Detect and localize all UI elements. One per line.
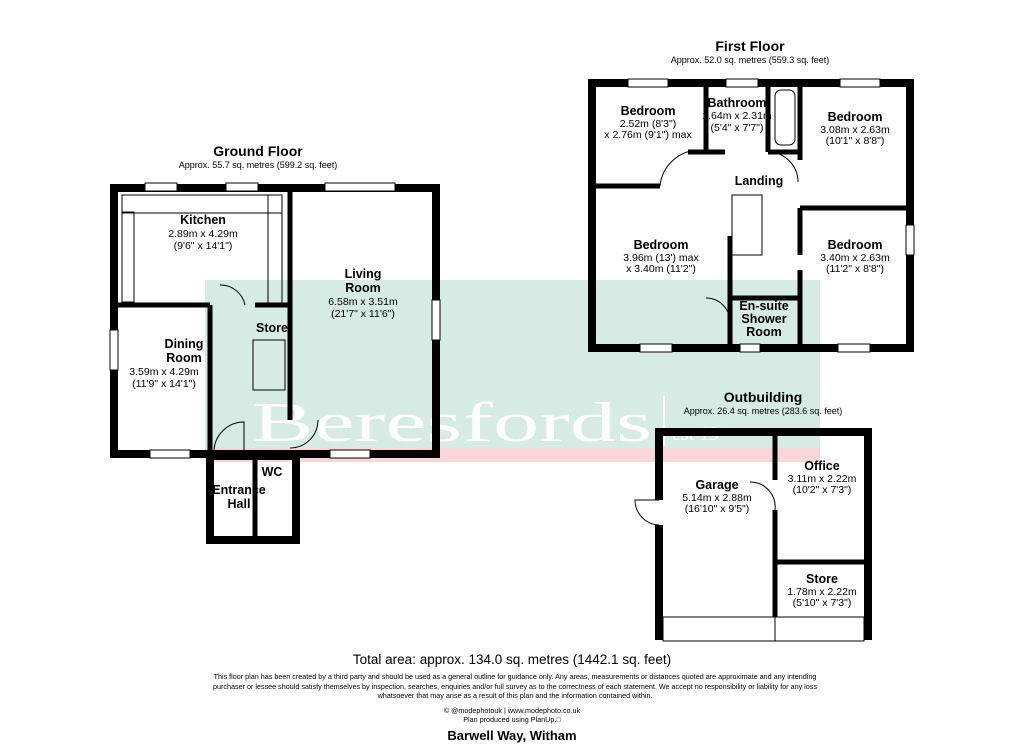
outbuilding-store-label: Store — [806, 572, 838, 586]
landing-label: Landing — [735, 174, 784, 188]
living-dim-imperial: (21'7" x 11'6") — [331, 308, 395, 320]
watermark-logo: Beresfords est 19 — [252, 392, 719, 454]
credit-line: © @modephotouk | www.modephoto.co.uk — [443, 706, 581, 715]
outbuilding-store-dim-imperial: (5'10" x 7'3") — [793, 597, 852, 609]
first-floor-area: Approx. 52.0 sq. metres (559.3 sq. feet) — [671, 55, 830, 65]
office-label: Office — [804, 459, 839, 473]
bedroom2-label: Bedroom — [828, 110, 883, 124]
kitchen-label: Kitchen — [180, 213, 226, 227]
office-dim-imperial: (10'2" x 7'3") — [793, 484, 852, 496]
garage-label: Garage — [695, 478, 738, 492]
total-area: Total area: approx. 134.0 sq. metres (14… — [352, 652, 672, 667]
ensuite-label-2: Shower — [741, 312, 786, 326]
first-floor-title: First Floor — [715, 38, 785, 54]
store-label: Store — [256, 321, 288, 335]
bedroom2-dim-imperial: (10'1" x 8'8") — [826, 135, 885, 147]
wc-label: WC — [262, 465, 283, 479]
bedroom3-dim-2: x 3.40m (11'2") — [626, 263, 696, 275]
outbuilding: Outbuilding Approx. 26.4 sq. metres (283… — [634, 389, 872, 642]
dining-dim-imperial: (11'9" x 14'1") — [132, 378, 196, 390]
office-dim: 3.11m x 2.22m — [788, 473, 857, 485]
ensuite-label: En-suite — [739, 299, 788, 313]
bedroom4-label: Bedroom — [828, 238, 883, 252]
ground-floor-title: Ground Floor — [213, 143, 303, 159]
ground-floor-area: Approx. 55.7 sq. metres (599.2 sq. feet) — [179, 160, 338, 170]
bedroom1-label: Bedroom — [621, 104, 676, 118]
living-dim: 6.58m x 3.51m — [328, 296, 398, 308]
dining-label: Dining — [165, 337, 204, 351]
kitchen-dim-imperial: (9'6" x 14'1") — [174, 240, 233, 252]
disclaimer: This floor plan has been created by a th… — [213, 672, 817, 700]
hall-label: Entrance — [212, 483, 266, 497]
dining-dim: 3.59m x 4.29m — [129, 366, 199, 378]
outbuilding-store-dim: 1.78m x 2.22m — [787, 586, 857, 598]
living-label: Living — [345, 267, 382, 281]
bedroom2-dim: 3.08m x 2.63m — [820, 124, 890, 136]
garage-dim: 5.14m x 2.88m — [682, 492, 752, 504]
planup-line: Plan produced using PlanUp.□ — [463, 715, 561, 724]
outbuilding-area: Approx. 26.4 sq. metres (283.6 sq. feet) — [684, 406, 843, 416]
bedroom1-dim: 2.52m (8'3") — [620, 118, 677, 130]
garage-dim-imperial: (16'10" x 9'5") — [685, 503, 750, 515]
bedroom3-dim: 3.96m (13') max — [623, 252, 699, 264]
first-floor: First Floor Approx. 52.0 sq. metres (559… — [588, 38, 915, 353]
outbuilding-title: Outbuilding — [724, 389, 803, 405]
bedroom3-label: Bedroom — [634, 238, 689, 252]
bedroom4-dim-imperial: (11'2" x 8'8") — [826, 263, 884, 275]
bedroom1-dim-2: x 2.76m (9'1") max — [604, 129, 692, 141]
credits: © @modephotouk | www.modephoto.co.uk Pla… — [0, 706, 1024, 724]
dining-label-2: Room — [166, 351, 201, 365]
bedroom4-dim: 3.40m x 2.63m — [820, 252, 890, 264]
watermark — [205, 280, 820, 462]
living-label-2: Room — [345, 281, 380, 295]
watermark-brand: Beresfords — [252, 392, 652, 454]
ground-floor: Ground Floor Approx. 55.7 sq. metres (59… — [109, 143, 441, 544]
bathroom-dim: 1.64m x 2.31m — [702, 110, 772, 122]
bathroom-dim-imperial: (5'4" x 7'7") — [711, 122, 764, 134]
kitchen-dim: 2.89m x 4.29m — [168, 228, 238, 240]
bathroom-label: Bathroom — [707, 96, 766, 110]
ensuite-label-3: Room — [746, 325, 781, 339]
hall-label-2: Hall — [228, 497, 251, 511]
property-address: Barwell Way, Witham — [447, 728, 577, 743]
